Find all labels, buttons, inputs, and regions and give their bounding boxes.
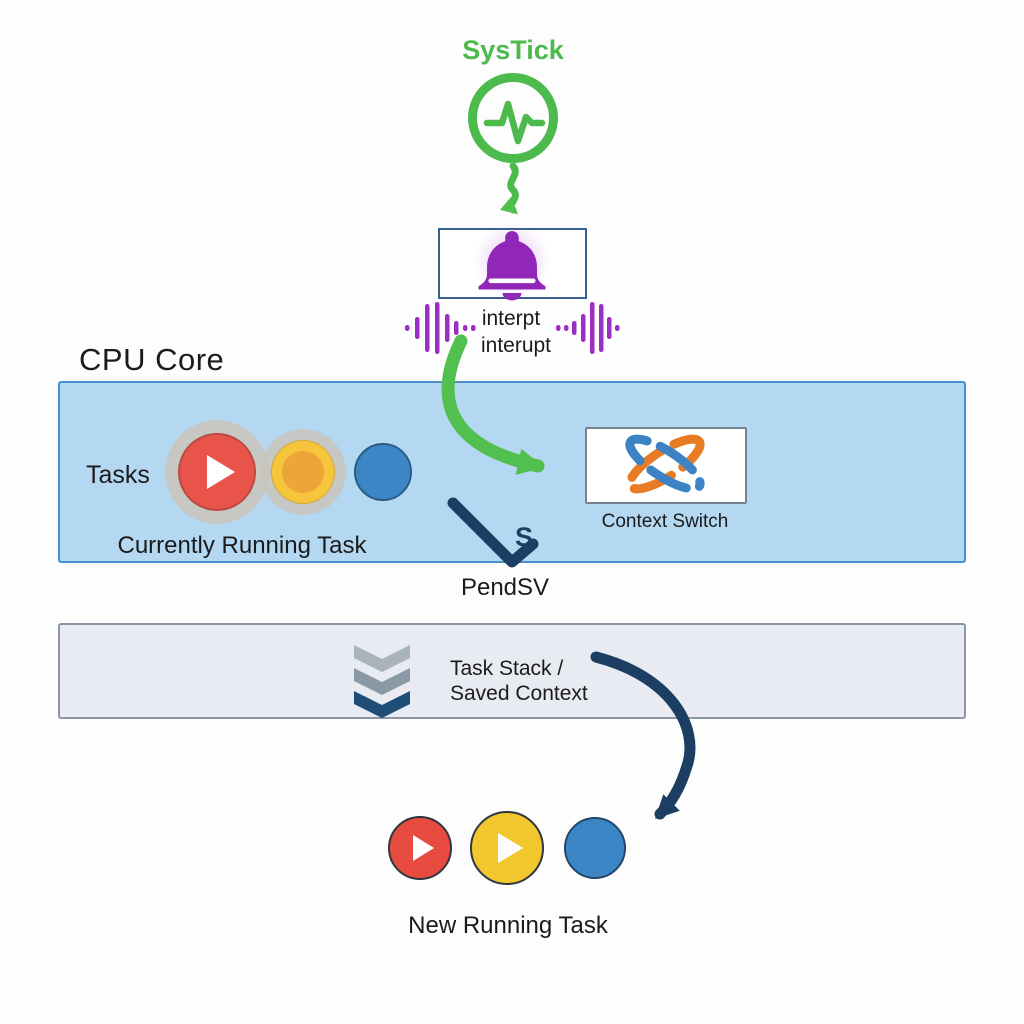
running-task-caption: Currently Running Task [117,532,367,559]
play-icon [207,455,235,489]
task-stack-box [58,623,966,719]
interrupt-caption-line1: interpt [481,307,541,330]
task-circle-red-running [178,433,256,511]
systick-label: SysTick [462,35,564,65]
task-circle-yellow-core [282,451,324,493]
sound-wave-left-icon [405,302,476,354]
new-task-circle-red [388,816,452,880]
tasks-label: Tasks [86,461,150,489]
task-stack-caption-line2: Saved Context [450,682,588,705]
task-stack-caption-line1: Task Stack / [450,657,564,680]
new-task-caption: New Running Task [408,912,608,939]
pendsv-s-marker: S [514,522,534,552]
play-icon [498,833,523,863]
context-switch-label: Context Switch [601,511,729,532]
task-circle-yellow [271,440,335,504]
new-task-circle-blue [564,817,626,879]
pendsv-label: PendSV [460,574,550,601]
context-switch-box [585,427,747,504]
task-circle-blue [354,443,412,501]
cpu-core-title: CPU Core [79,342,225,377]
interrupt-box [438,228,587,299]
systick-to-interrupt-arrow-icon [499,162,519,215]
interrupt-caption-line2: interupt [480,334,552,357]
systick-pulse-circle-icon [468,73,558,163]
play-icon [412,835,434,861]
new-task-circle-yellow-running [470,811,544,885]
sound-wave-right-icon [556,302,620,354]
